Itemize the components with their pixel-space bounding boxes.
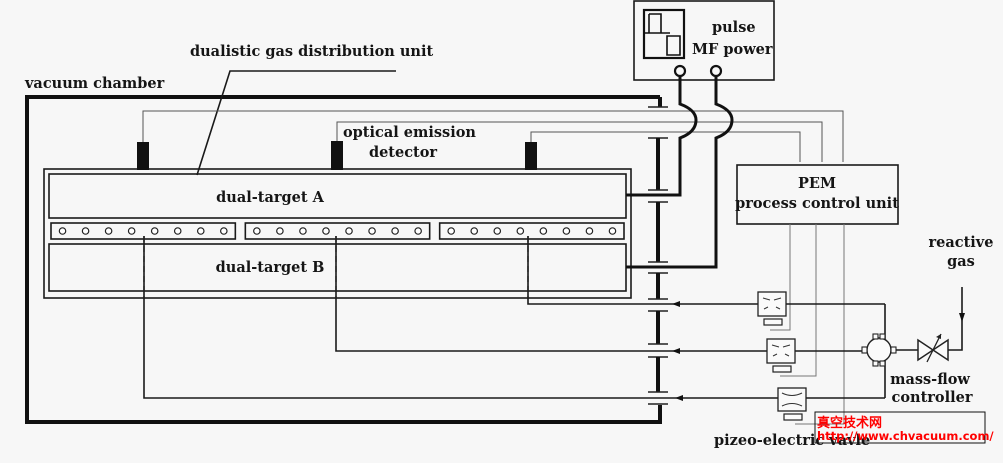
gas-outlet-hole: [562, 227, 571, 235]
optical-detector: [137, 142, 149, 170]
optical-emission-label-1: optical emission: [343, 124, 476, 141]
gas-distribution-channels: [50, 222, 625, 240]
gas-outlet-hole: [608, 227, 617, 235]
power-cable-target-a: [626, 76, 698, 197]
gas-channel-segment: [438, 222, 625, 240]
gas-outlet-hole: [345, 227, 353, 235]
reactive-gas-arrow: [959, 313, 965, 322]
dual-target-a-label: dual-target A: [216, 189, 324, 206]
wall-segment: [648, 201, 668, 263]
gas-line-1: [527, 236, 885, 305]
dual-target-b: [48, 243, 627, 292]
gas-outlet-hole: [173, 227, 182, 235]
pem-subtitle: process control unit: [735, 195, 899, 212]
gas-outlet-hole: [414, 227, 422, 235]
reactive-label: reactive: [929, 234, 994, 251]
mf-power-label: MF power: [692, 41, 773, 58]
gas-outlet-hole: [127, 227, 136, 235]
gas-outlet-hole: [58, 227, 67, 235]
gas-outlet-hole: [391, 227, 399, 235]
gas-inlet-arrow: [672, 348, 680, 354]
optical-detector: [331, 141, 343, 170]
gas-outlet-hole: [493, 227, 502, 235]
gas-outlet-hole: [220, 227, 228, 235]
piezo-valve: [757, 291, 787, 326]
optical-emission-label-2: detector: [369, 144, 437, 161]
wall-segment: [648, 272, 668, 300]
gas-outlet-hole: [585, 227, 594, 235]
gas-outlet-hole: [104, 227, 113, 235]
watermark-url[interactable]: http://www.chvacuum.com/: [817, 429, 994, 443]
valve-control-line: [770, 224, 791, 331]
gas-outlet-hole: [150, 227, 159, 235]
watermark-title: 真空技术网: [817, 415, 882, 431]
gas-manifold-junction: [861, 333, 897, 367]
power-output-terminal: [709, 64, 723, 78]
gas-outlet-hole: [516, 227, 525, 235]
pulse-label: pulse: [712, 19, 756, 36]
gas-outlet-hole: [539, 227, 548, 235]
valve-control-line: [795, 224, 845, 425]
detector-signal-line: [336, 121, 823, 162]
gas-inlet-arrow: [672, 301, 680, 307]
piezo-valve: [766, 338, 796, 373]
mass-flow-controller-icon: [917, 333, 949, 363]
pulse-mf-power-box: [633, 0, 775, 81]
gas-distribution-label: dualistic gas distribution unit: [190, 43, 433, 60]
chamber-right-wall: [648, 106, 668, 405]
gas-outlet-hole: [81, 227, 90, 235]
gas-line-2: [335, 236, 885, 352]
piezo-valve: [777, 387, 807, 421]
gas-outlet-hole: [253, 227, 261, 235]
watermark: 真空技术网 http://www.chvacuum.com/: [814, 411, 994, 444]
gas-outlet-hole: [196, 227, 205, 235]
gas-outlet-hole: [447, 227, 455, 235]
detector-signal-line: [530, 131, 801, 162]
pulse-waveform-icon: [642, 8, 686, 60]
gas-distribution-leader: [196, 70, 396, 176]
power-output-terminal: [673, 64, 687, 78]
wall-segment: [648, 137, 668, 191]
vacuum-chamber-label: vacuum chamber: [24, 75, 165, 92]
gas-outlet-hole: [470, 227, 479, 235]
gas-outlet-hole: [276, 227, 284, 235]
gas-outlet-hole: [299, 227, 307, 235]
gas-inlet-arrow: [675, 395, 683, 401]
gas-outlet-hole: [368, 227, 376, 235]
wall-segment: [648, 310, 668, 345]
pem-control-unit: [736, 164, 899, 225]
controller-label: controller: [892, 389, 973, 406]
gas-label: gas: [947, 253, 975, 270]
dual-target-a: [48, 173, 627, 219]
gas-channel-segment: [244, 222, 431, 240]
dual-target-b-label: dual-target B: [216, 259, 325, 276]
wall-segment: [648, 356, 668, 393]
valve-control-line: [780, 224, 817, 377]
vacuum-chamber-wall: [25, 95, 662, 424]
gas-outlet-hole: [322, 227, 330, 235]
power-cable-target-b: [626, 76, 734, 269]
reactive-gas-line: [948, 315, 963, 351]
gas-channel-segment: [50, 222, 237, 240]
optical-detector: [525, 142, 537, 170]
mass-flow-label: mass-flow: [890, 371, 970, 388]
piezo-valve-label: pizeo-electric vavle: [714, 432, 870, 449]
pem-label: PEM: [798, 175, 836, 192]
detector-signal-line: [142, 110, 844, 162]
